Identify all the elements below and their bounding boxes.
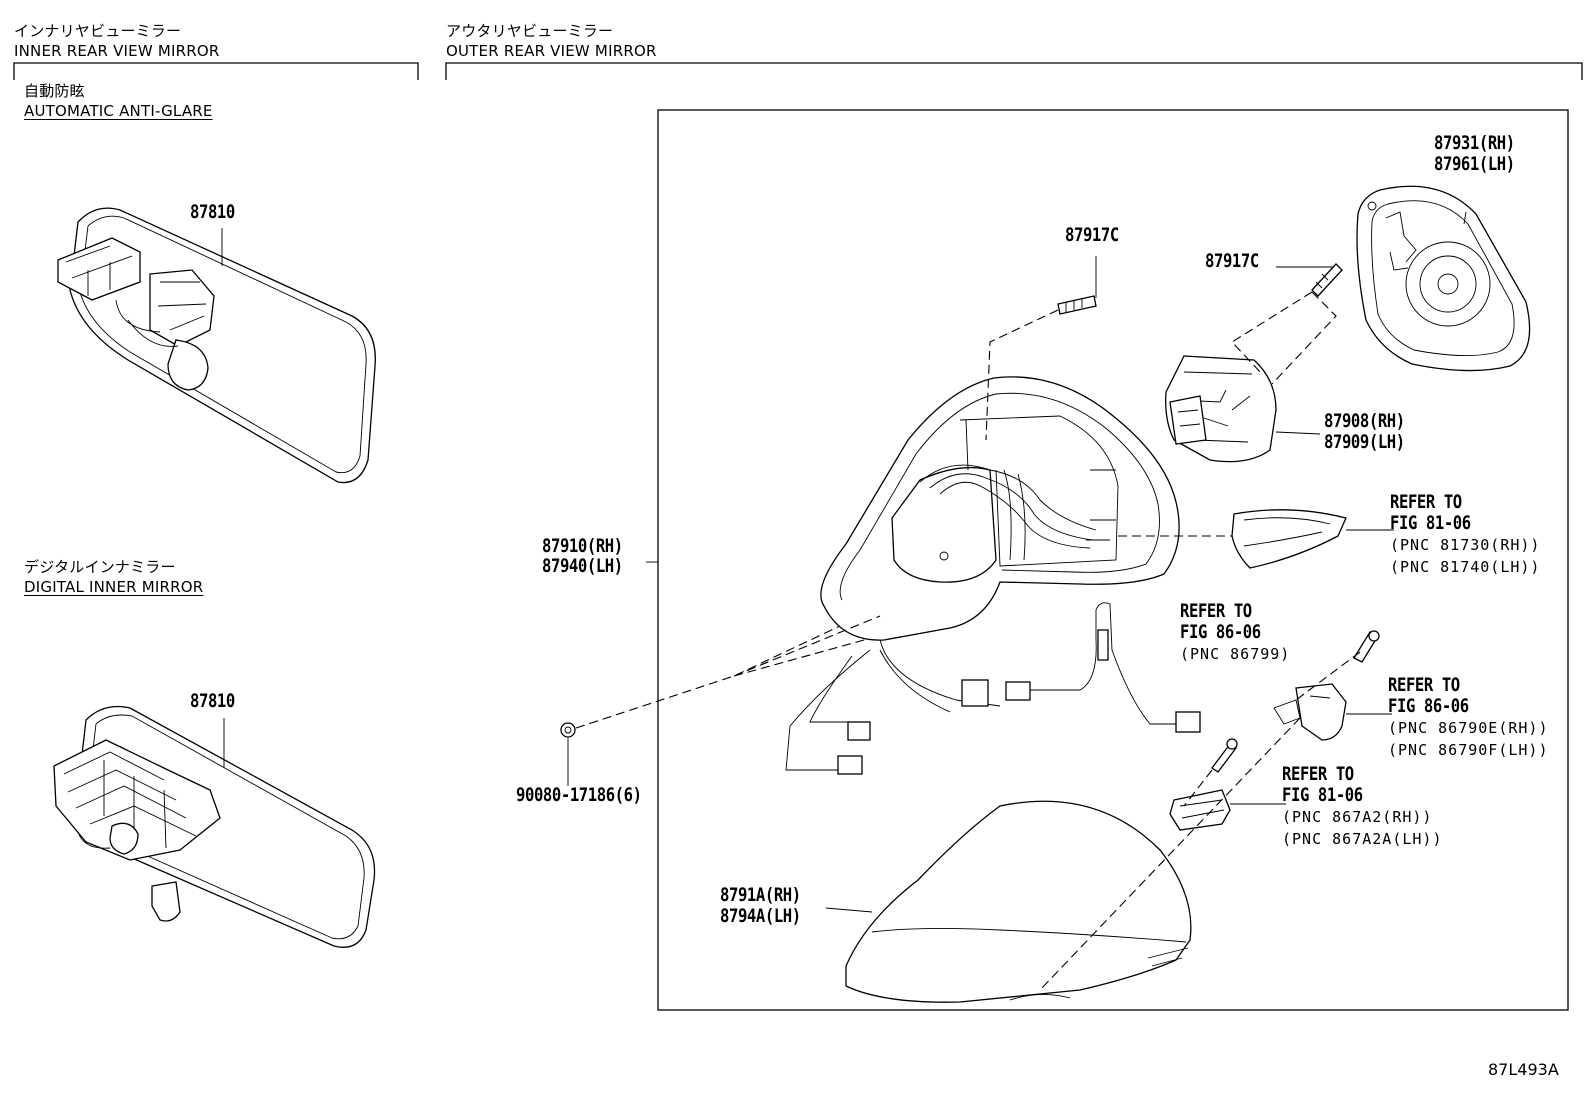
part-number-glass-rh: 87931(RH) (1434, 132, 1515, 154)
lamp-fig: FIG 81-06 (1282, 784, 1363, 806)
screw-top-drawing (1057, 256, 1097, 315)
turn-lamp-pnc-rh: (PNC 81730(RH)) (1390, 536, 1541, 554)
part-number-auto-mirror: 87810 (190, 201, 235, 223)
lamp-refer: REFER TO (1282, 763, 1354, 785)
digital-inner-mirror-drawing (53, 705, 376, 948)
camera-pnc-rh: (PNC 86790E(RH)) (1388, 719, 1549, 737)
digital-inner-mirror-title-en: DIGITAL INNER MIRROR (24, 578, 204, 596)
lamp-pnc-rh: (PNC 867A2(RH)) (1282, 808, 1433, 826)
screw-lamp-drawing (1211, 738, 1238, 773)
turn-lamp-pnc-lh: (PNC 81740(LH)) (1390, 558, 1541, 576)
turn-lamp-refer: REFER TO (1390, 491, 1462, 513)
part-number-screw-top: 87917C (1065, 224, 1119, 246)
part-number-nut: 90080-17186(6) (516, 784, 642, 806)
part-number-screw-right: 87917C (1205, 250, 1259, 272)
camera-drawing (1273, 683, 1392, 741)
mirror-cover-drawing (825, 800, 1192, 1003)
inner-section-bracket (13, 62, 419, 80)
wire-refer: REFER TO (1180, 600, 1252, 622)
mirror-housing-drawing (785, 376, 1201, 775)
auto-anti-glare-title-jp: 自動防眩 (24, 82, 85, 100)
outer-section-title-en: OUTER REAR VIEW MIRROR (446, 42, 657, 60)
assembly-dashed-lines (575, 291, 1361, 991)
turn-lamp-fig: FIG 81-06 (1390, 512, 1471, 534)
auto-anti-glare-mirror-drawing (57, 207, 376, 484)
outer-section-bracket (445, 62, 1583, 80)
camera-pnc-lh: (PNC 86790F(LH)) (1388, 741, 1549, 759)
outer-section-title-jp: アウタリヤビューミラー (446, 22, 614, 40)
screw-right-drawing (1276, 263, 1343, 297)
nut-drawing (560, 722, 576, 786)
screw-camera-drawing (1353, 630, 1380, 663)
inner-section-title-en: INNER REAR VIEW MIRROR (14, 42, 220, 60)
part-number-actuator-lh: 87909(LH) (1324, 431, 1405, 453)
camera-refer: REFER TO (1388, 674, 1460, 696)
auto-anti-glare-title-en: AUTOMATIC ANTI-GLARE (24, 102, 213, 120)
turn-lamp-drawing (1231, 509, 1394, 569)
part-number-mirror-assy-lh: 87940(LH) (542, 555, 623, 577)
part-number-cover-lh: 8794A(LH) (720, 905, 801, 927)
side-lamp-drawing (1169, 789, 1286, 831)
part-number-glass-lh: 87961(LH) (1434, 153, 1515, 175)
wire-pnc: (PNC 86799) (1180, 645, 1291, 663)
digital-inner-mirror-title-jp: デジタルインナミラー (24, 558, 176, 576)
part-number-digital-mirror: 87810 (190, 690, 235, 712)
wire-fig: FIG 86-06 (1180, 621, 1261, 643)
inner-section-title-jp: インナリヤビューミラー (14, 22, 182, 40)
part-number-cover-rh: 8791A(RH) (720, 884, 801, 906)
outer-mirror-frame (657, 109, 1569, 1011)
mirror-glass-drawing (1356, 185, 1531, 372)
lamp-pnc-lh: (PNC 867A2A(LH)) (1282, 830, 1443, 848)
part-number-mirror-assy-rh: 87910(RH) (542, 535, 623, 557)
actuator-drawing (1165, 355, 1321, 463)
figure-code: 87L493A (1488, 1060, 1559, 1079)
camera-fig: FIG 86-06 (1388, 695, 1469, 717)
part-number-actuator-rh: 87908(RH) (1324, 410, 1405, 432)
